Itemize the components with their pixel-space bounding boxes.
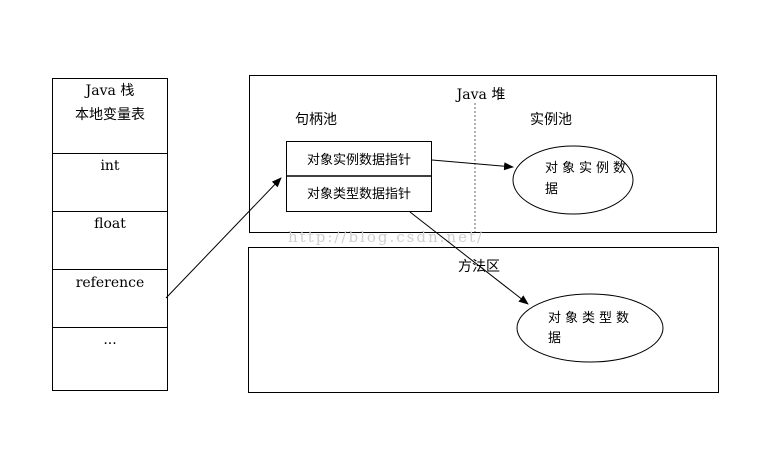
- watermark: http://blog.csdn.net/: [288, 228, 484, 246]
- java-heap-title: Java 堆: [455, 87, 506, 103]
- arrow-handle-to-instance-data: [431, 159, 514, 171]
- arrow-handle-to-type-data: [409, 211, 529, 305]
- type-data-label-line2: 据: [548, 331, 561, 346]
- stack-row-float: float: [94, 216, 126, 232]
- type-data-ellipse: [516, 293, 664, 363]
- stack-row-reference: reference: [76, 275, 145, 291]
- method-area-frame: [248, 247, 719, 393]
- instance-pool-label: 实例池: [530, 112, 572, 128]
- method-area: 方法区 对象类型数 据: [248, 247, 719, 393]
- instance-data-pointer: 对象实例数据指针: [307, 153, 411, 168]
- handle-pool-label: 句柄池: [295, 112, 337, 128]
- stack-row-ellipsis: ...: [103, 332, 116, 348]
- java-heap-frame: [249, 75, 717, 233]
- type-data-label-line1: 对象类型数: [548, 311, 633, 326]
- type-data-pointer: 对象类型数据指针: [307, 187, 411, 202]
- instance-data-ellipse: [512, 145, 634, 215]
- instance-data-label-line2: 据: [545, 182, 558, 197]
- java-stack: Java 栈 本地变量表 int float reference ...: [52, 78, 168, 391]
- java-stack-title: Java 栈: [84, 83, 135, 99]
- java-heap: Java 堆 句柄池 实例池 对象实例数据指针 对象类型数据指针 对象实例数 据: [249, 75, 717, 233]
- java-stack-frame: [52, 78, 168, 391]
- local-variable-table-label: 本地变量表: [75, 107, 145, 123]
- arrow-reference-to-handle: [165, 177, 282, 299]
- stack-row-int: int: [100, 158, 119, 174]
- method-area-title: 方法区: [458, 259, 500, 275]
- instance-data-label-line1: 对象实例数: [545, 161, 630, 176]
